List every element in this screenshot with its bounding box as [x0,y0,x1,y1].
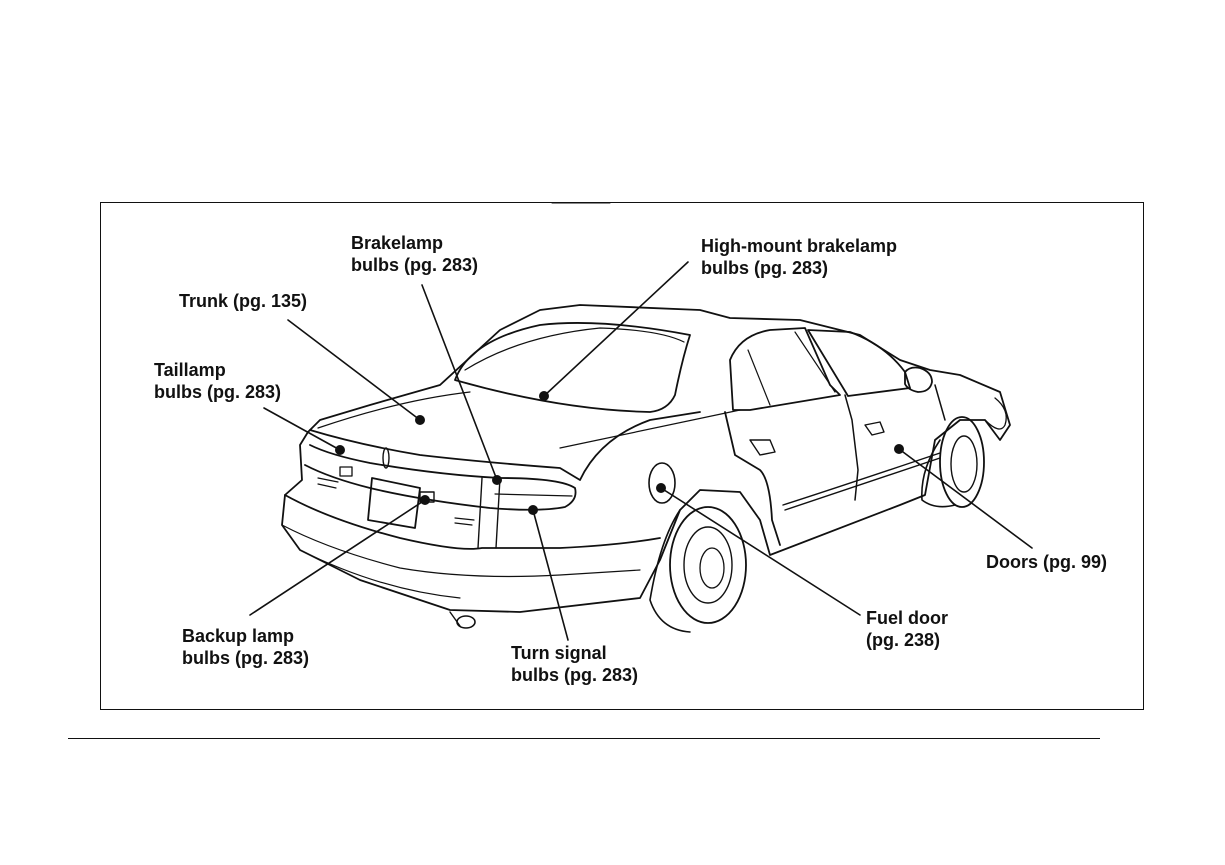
label-taillamp-line2: bulbs (pg. 283) [154,381,281,403]
label-trunk: Trunk (pg. 135) [179,290,307,312]
label-brakelamp: Brakelamp bulbs (pg. 283) [351,232,478,276]
label-fuel-line2: (pg. 238) [866,629,948,651]
label-taillamp: Taillamp bulbs (pg. 283) [154,359,281,403]
label-doors: Doors (pg. 99) [986,551,1107,573]
dot-turn [528,505,538,515]
label-highmount-line2: bulbs (pg. 283) [701,257,897,279]
label-fuel: Fuel door (pg. 238) [866,607,948,651]
leader-backup [250,500,425,615]
leader-taillamp [264,408,340,450]
label-turn-line1: Turn signal [511,642,638,664]
dot-highmount [539,391,549,401]
label-brakelamp-line2: bulbs (pg. 283) [351,254,478,276]
leader-doors [899,449,1032,548]
label-backup-line1: Backup lamp [182,625,309,647]
rear-door-outline [725,412,780,545]
rear-bumper [285,495,660,549]
side-window-rear [730,328,840,410]
leader-trunk [288,320,420,420]
label-highmount: High-mount brakelamp bulbs (pg. 283) [701,235,897,279]
label-brakelamp-line1: Brakelamp [351,232,478,254]
label-backup-line2: bulbs (pg. 283) [182,647,309,669]
label-taillamp-line1: Taillamp [154,359,281,381]
leader-brakelamp [422,285,497,480]
label-turn: Turn signal bulbs (pg. 283) [511,642,638,686]
dot-trunk [415,415,425,425]
leader-highmount [544,262,688,396]
rear-door-handle [750,440,775,455]
dot-brakelamp [492,475,502,485]
label-turn-line2: bulbs (pg. 283) [511,664,638,686]
dot-fuel [656,483,666,493]
fuel-door-shape [649,463,675,503]
rear-wheel [670,507,746,623]
label-trunk-line1: Trunk (pg. 135) [179,290,307,312]
rear-window [455,323,690,412]
side-window-front [808,330,910,396]
window-trim [465,328,684,370]
taillamp-housing [305,445,576,510]
label-fuel-line1: Fuel door [866,607,948,629]
dot-taillamp [335,445,345,455]
label-backup: Backup lamp bulbs (pg. 283) [182,625,309,669]
dot-doors [894,444,904,454]
trunk-lid [310,412,700,480]
front-door-handle [865,422,884,435]
dot-backup [420,495,430,505]
label-highmount-line1: High-mount brakelamp [701,235,897,257]
label-doors-line1: Doors (pg. 99) [986,551,1107,573]
leader-fuel [661,488,860,615]
side-mirror [905,368,932,393]
